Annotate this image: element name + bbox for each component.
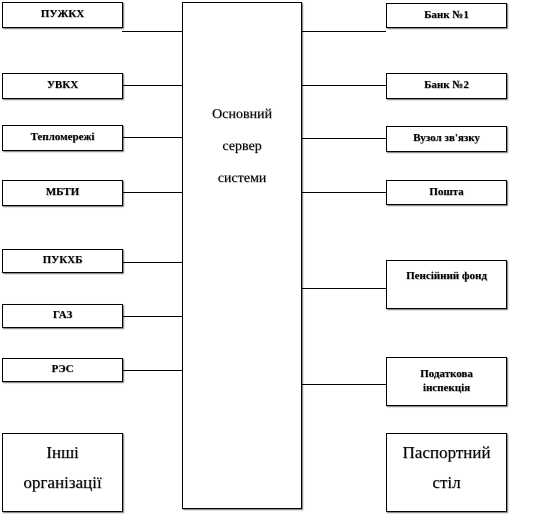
node-label: Банк №1	[424, 8, 469, 21]
node-passport-office: Паспортний стіл	[386, 433, 507, 512]
node-gaz: ГАЗ	[2, 304, 123, 328]
connector-right-3	[302, 138, 386, 139]
node-label: ГАЗ	[52, 309, 73, 322]
node-communication-center: Вузол зв'язку	[386, 126, 507, 152]
node-teplomerezhi: Тепломережі	[2, 125, 123, 151]
node-tax-inspection: Податкова інспекція	[386, 357, 507, 406]
connector-right-6	[298, 384, 386, 385]
node-pension-fund: Пенсійний фонд	[386, 260, 507, 309]
connector-left-2	[122, 85, 182, 86]
connector-left-4	[122, 192, 182, 193]
node-label: МБТИ	[45, 186, 80, 199]
node-mbti: МБТИ	[2, 180, 123, 206]
connector-left-5	[122, 262, 182, 263]
node-label: Інші організації	[23, 443, 102, 492]
node-label: Тепломережі	[30, 131, 95, 144]
node-bank-2: Банк №2	[386, 73, 507, 99]
connector-left-3	[122, 137, 182, 138]
node-pukhb: ПУКХБ	[2, 249, 123, 273]
connector-left-7	[122, 370, 182, 371]
node-label: ПУЖКХ	[40, 8, 85, 21]
node-post-office: Пошта	[386, 180, 507, 205]
connector-left-1	[122, 31, 182, 32]
connector-right-5	[298, 288, 386, 289]
node-label: Пошта	[429, 185, 464, 198]
node-uvkh: УВКХ	[2, 73, 123, 99]
node-label: УВКХ	[46, 79, 79, 92]
node-label: ПУКХБ	[42, 254, 83, 267]
main-server-label: Основний сервер системи	[212, 107, 272, 186]
node-bank-1: Банк №1	[386, 3, 507, 28]
main-server-box: Основний сервер системи	[182, 2, 302, 509]
node-label: Вузол зв'язку	[413, 132, 480, 145]
node-label: РЭС	[51, 363, 74, 376]
connector-left-6	[122, 316, 182, 317]
node-res: РЭС	[2, 358, 123, 382]
node-label: Банк №2	[424, 79, 469, 92]
connector-right-4	[302, 192, 386, 193]
node-label: Паспортний стіл	[402, 443, 491, 492]
node-label: Податкова інспекція	[420, 368, 473, 394]
node-puzhkh: ПУЖКХ	[2, 2, 123, 28]
node-label: Пенсійний фонд	[406, 270, 487, 282]
node-other-organizations: Інші організації	[2, 433, 123, 512]
connector-right-1	[302, 31, 386, 32]
connector-right-2	[302, 85, 386, 86]
